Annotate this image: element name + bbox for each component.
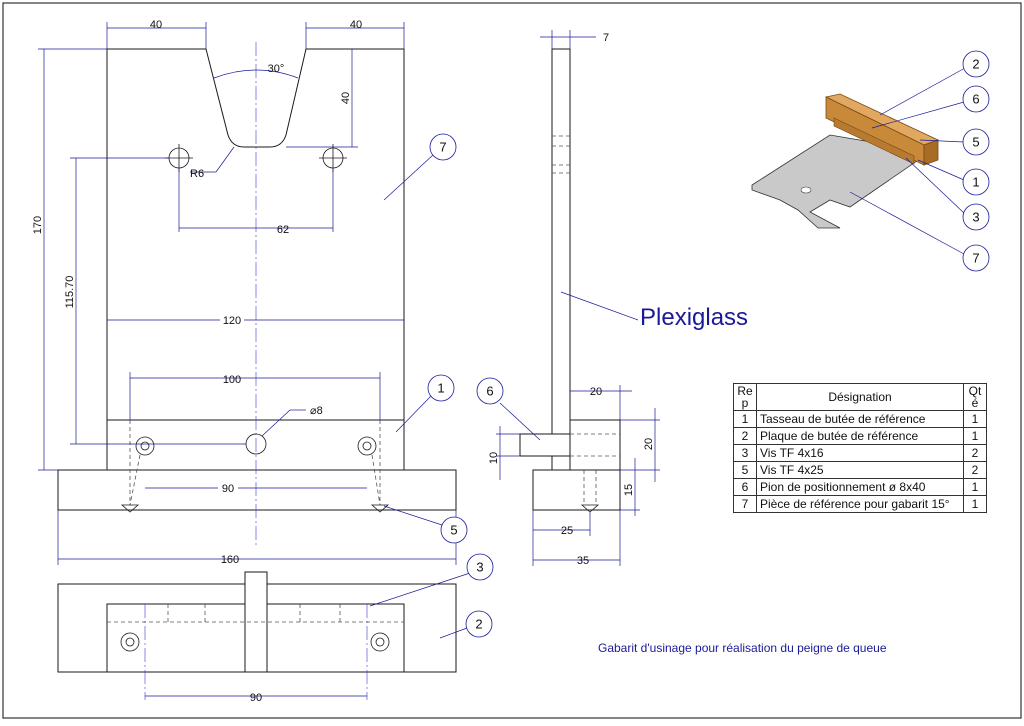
screw-right (357, 436, 377, 456)
dim-base-length: 160 (221, 554, 239, 566)
balloon-2-bottom (465, 610, 493, 638)
dim-side-total-width: 35 (577, 555, 589, 567)
balloon-3-bottom (466, 553, 494, 581)
drawing-caption: Gabarit d'usinage pour réalisation du pe… (598, 641, 887, 655)
dim-total-height: 170 (32, 216, 44, 234)
iso-balloon-6 (962, 85, 990, 113)
iso-balloon-2 (962, 50, 990, 78)
plexi-plate-front (106, 48, 405, 471)
dim-bottom-screw-spacing: 90 (250, 692, 262, 704)
bom-header-designation: Désignation (756, 383, 964, 411)
dim-side-thickness: 7 (603, 32, 609, 44)
iso-balloon-1 (962, 168, 990, 196)
svg-text:2: 2 (475, 617, 482, 632)
balloon-6-side (476, 377, 504, 405)
dim-hole-spacing: 62 (277, 224, 289, 236)
screw-bottom-right (370, 632, 390, 652)
svg-text:6: 6 (972, 92, 979, 107)
dim-height-to-hole: 115.70 (64, 276, 76, 309)
iso-balloon-3 (962, 203, 990, 231)
bottom-view: 90 3 2 (57, 553, 494, 704)
svg-text:3: 3 (476, 560, 483, 575)
block-front (106, 419, 405, 471)
iso-balloon-5 (962, 128, 990, 156)
block-side (569, 419, 621, 471)
dim-angle: 30° (268, 63, 285, 75)
dim-v-depth: 40 (340, 92, 352, 104)
dim-fillet: R6 (190, 168, 204, 180)
dim-top-right: 40 (350, 19, 362, 31)
iso-balloon-7 (962, 244, 990, 272)
svg-text:1: 1 (972, 175, 979, 190)
svg-text:1: 1 (437, 381, 444, 396)
dim-screw-spacing: 100 (223, 374, 241, 386)
dim-side-block-height: 20 (643, 438, 655, 450)
svg-text:2: 2 (972, 57, 979, 72)
isometric-view: 2 6 5 1 3 7 (751, 50, 990, 272)
dim-side-base-height: 15 (623, 484, 635, 496)
dim-top-left: 40 (150, 19, 162, 31)
bom-header-row: Re p Désignation Qt é (733, 383, 987, 411)
screw-bottom-left (120, 632, 140, 652)
dim-total-width: 120 (223, 315, 241, 327)
svg-text:7: 7 (972, 251, 979, 266)
dim-pin-diameter: ⌀8 (310, 405, 323, 417)
bom-header-qte: Qt é (963, 383, 987, 411)
pin-side (519, 433, 571, 457)
balloon-7-front (429, 133, 457, 161)
plexi-side (551, 48, 571, 471)
dim-side-top-block: 20 (590, 386, 602, 398)
bom-header-rep: Re p (733, 383, 757, 411)
svg-text:5: 5 (450, 523, 457, 538)
dim-side-inner-width: 25 (561, 525, 573, 537)
base-side (532, 469, 621, 511)
svg-text:5: 5 (972, 135, 979, 150)
balloon-5-front (440, 516, 468, 544)
svg-text:6: 6 (486, 384, 493, 399)
balloon-1-front (427, 374, 455, 402)
screw-left (135, 436, 155, 456)
dim-side-pin-height: 10 (488, 452, 500, 464)
svg-text:7: 7 (439, 140, 446, 155)
side-view: 7 20 20 10 15 25 35 6 (476, 30, 660, 567)
svg-text:3: 3 (972, 210, 979, 225)
base-front (57, 469, 457, 511)
plexiglass-label: Plexiglass (640, 304, 749, 331)
dim-base-screw-spacing: 90 (222, 483, 234, 495)
front-view: 40 40 30° 40 R6 62 120 170 115.70 100 (32, 19, 468, 566)
